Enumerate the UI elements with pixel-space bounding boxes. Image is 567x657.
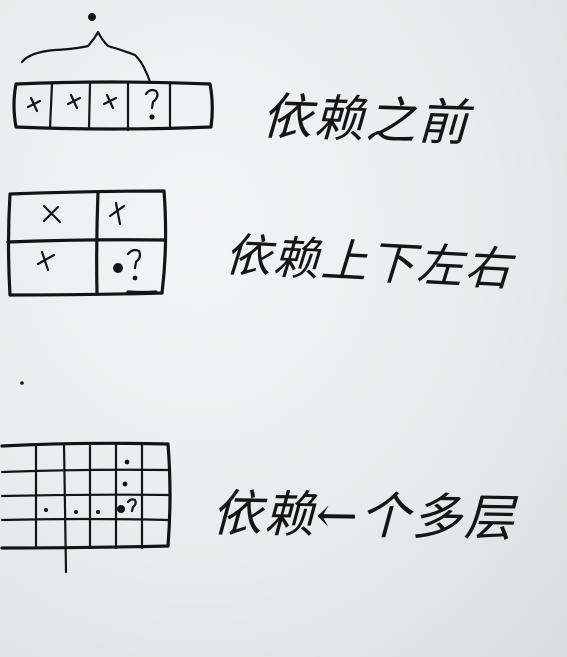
diagram-2x2-grid: [6, 189, 168, 297]
cell-mark-1: [26, 96, 42, 113]
array-outline: [12, 80, 214, 131]
stray-dot: [20, 381, 24, 385]
grid-mark-3: [36, 250, 56, 272]
note-depends-on-previous: 依赖之前: [260, 87, 471, 153]
diagram-1d-array: [12, 13, 214, 132]
grid-outline: [6, 189, 168, 297]
grid-dot: [113, 263, 123, 273]
cell-question-1: [144, 88, 159, 110]
big-grid-outline: [0, 441, 172, 550]
note-depends-on-layers: 依赖←个多层: [211, 484, 517, 548]
diagram-multi-layer-grid: [0, 441, 172, 574]
grid-mark-2: [108, 201, 126, 226]
cell-mark-2: [66, 93, 82, 110]
apex-dot: [88, 13, 96, 21]
grid-question: [126, 248, 142, 270]
dependency-arc: [20, 30, 152, 84]
grid-mark-1: [42, 204, 62, 224]
big-grid-question: [126, 498, 137, 513]
cell-mark-3: [102, 93, 118, 110]
